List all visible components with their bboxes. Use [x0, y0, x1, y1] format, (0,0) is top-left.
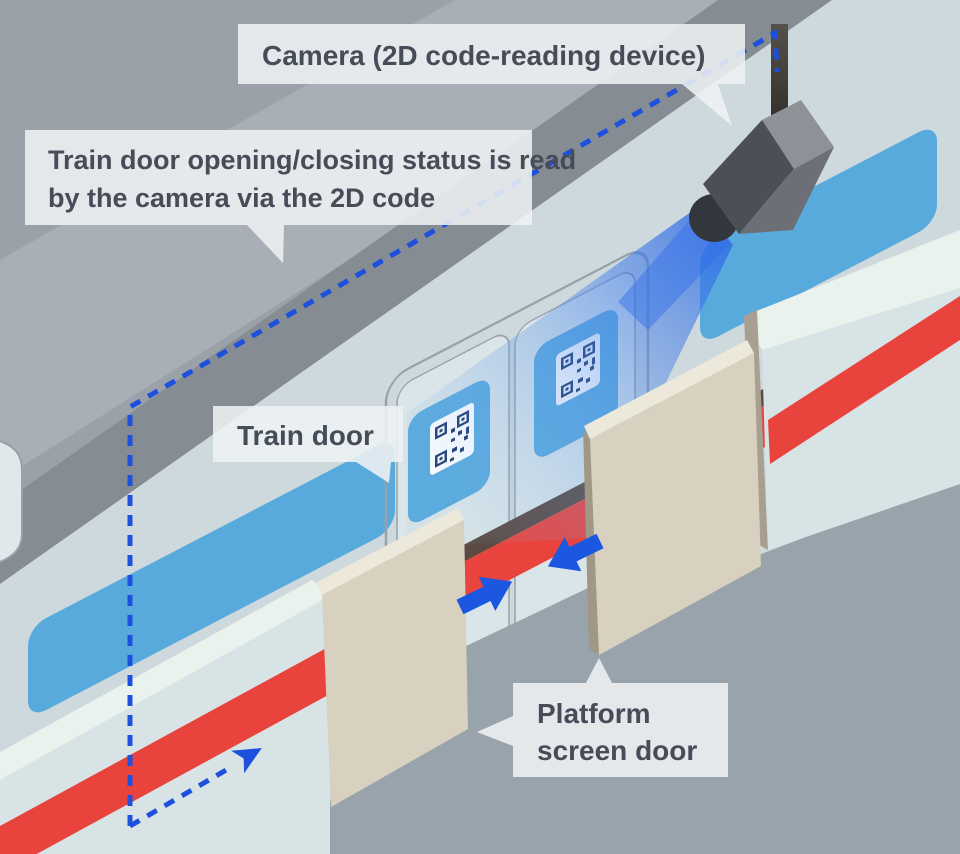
platform-wall-left-red-stripe [0, 646, 330, 854]
camera-body-side [739, 147, 834, 234]
callout-camera-box [238, 24, 745, 126]
camera-body-back [762, 100, 834, 169]
camera-body-front [703, 120, 794, 234]
psd-left-top-face [315, 508, 464, 595]
callout-psd-box [477, 658, 728, 777]
adjacent-door-edge [0, 440, 23, 563]
psd-right-top-face [584, 340, 754, 439]
platform-screen-door-left [315, 508, 468, 807]
platform-wall-right-red-stripe [768, 296, 960, 464]
callout-train-door-box [213, 406, 403, 483]
train-window-left [28, 443, 395, 713]
psd-left-front [322, 520, 468, 807]
callout-status-box [25, 130, 532, 263]
door-close-arrow-left [456, 576, 513, 615]
signal-arrowhead [231, 748, 262, 774]
psd-right-front [590, 353, 761, 655]
platform-wall-right-top-face [744, 230, 960, 350]
callout-camera-text: Camera (2D code-reading device) [262, 40, 706, 71]
platform-wall-left [0, 580, 330, 854]
door-close-arrow-right [547, 533, 604, 572]
platform-wall-right [744, 230, 960, 550]
callout-psd-text-line2: screen door [537, 735, 697, 766]
callout-status-text-line1: Train door opening/closing status is rea… [48, 145, 576, 175]
callout-camera: Camera (2D code-reading device) [238, 24, 745, 126]
callout-platform-screen-door: Platform screen door [477, 658, 728, 777]
callout-status-text-line2: by the camera via the 2D code [48, 183, 435, 213]
camera-icon [689, 24, 834, 242]
callout-train-door-text: Train door [237, 420, 374, 451]
signal-path-dashed [127, 28, 780, 826]
platform-wall-left-top-face [0, 580, 330, 780]
platform-screen-door-right [583, 340, 761, 655]
platform-floor [250, 478, 960, 854]
callout-train-door: Train door [213, 406, 403, 483]
callout-psd-text-line1: Platform [537, 698, 651, 729]
callout-status: Train door opening/closing status is rea… [25, 130, 576, 263]
train-window-right [700, 129, 937, 339]
camera-beam [406, 204, 733, 548]
